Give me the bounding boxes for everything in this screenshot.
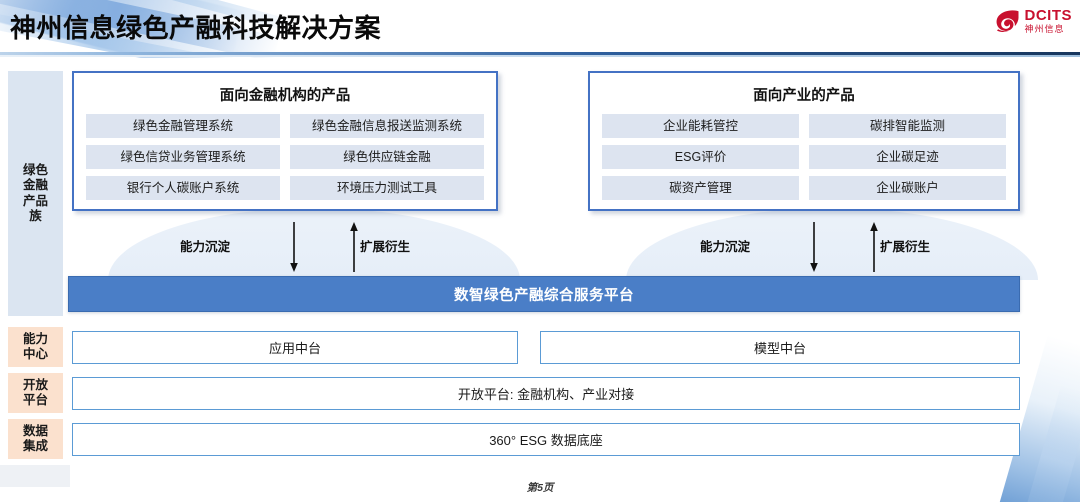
sidebar-item-data-integration[interactable]: 数据集成 (8, 419, 63, 459)
platform-label: 数智绿色产融综合服务平台 (454, 287, 634, 304)
product-chip[interactable]: ESG评价 (602, 145, 799, 169)
flow-label-capability-precipitation-left: 能力沉淀 (180, 240, 231, 254)
panel-financial-institution-products: 面向金融机构的产品 绿色金融管理系统 绿色金融信息报送监测系统 绿色信贷业务管理… (72, 71, 498, 211)
panel-industry-products: 面向产业的产品 企业能耗管控 碳排智能监测 ESG评价 企业碳足迹 碳资产管理 … (588, 71, 1020, 211)
platform-bar[interactable]: 数智绿色产融综合服务平台 (68, 276, 1020, 312)
footer-tab-decoration (0, 465, 70, 487)
footer-page-number: 第5页 (526, 482, 554, 494)
arrow-down-icon (290, 222, 298, 272)
row-label-data-base: 360° ESG 数据底座 (489, 433, 603, 448)
sidebar-label-ability-center: 能力中心 (22, 331, 48, 361)
product-chip[interactable]: 企业碳账户 (809, 176, 1006, 200)
logo-text-cn: 神州信息 (1024, 24, 1065, 34)
row-label-app-middle-platform: 应用中台 (268, 341, 321, 356)
product-chip[interactable]: 绿色供应链金融 (290, 145, 484, 169)
sidebar-item-open-platform[interactable]: 开放平台 (8, 373, 63, 413)
flow-group-right: 能力沉淀 扩展衍生 (700, 222, 930, 274)
sidebar-item-ability-center[interactable]: 能力中心 (8, 327, 63, 367)
chip-grid-financial: 绿色金融管理系统 绿色金融信息报送监测系统 绿色信贷业务管理系统 绿色供应链金融… (86, 114, 484, 200)
row-app-middle-platform[interactable]: 应用中台 (72, 331, 518, 364)
flow-label-expansion-derivation-left: 扩展衍生 (359, 240, 410, 254)
slide-header: 神州信息绿色产融科技解决方案 (0, 0, 1080, 58)
arrow-down-icon (810, 222, 818, 272)
product-chip[interactable]: 绿色金融信息报送监测系统 (290, 114, 484, 138)
row-model-middle-platform[interactable]: 模型中台 (540, 331, 1020, 364)
sidebar-item-green-finance-products[interactable]: 绿色金融产品族 (8, 71, 63, 316)
sidebar-label-green-finance-products: 绿色金融产品族 (22, 163, 48, 223)
sidebar-label-open-platform: 开放平台 (22, 377, 48, 407)
product-chip[interactable]: 碳资产管理 (602, 176, 799, 200)
row-data-base[interactable]: 360° ESG 数据底座 (72, 423, 1020, 456)
header-divider (0, 52, 1080, 55)
product-chip[interactable]: 企业碳足迹 (809, 145, 1006, 169)
row-open-platform[interactable]: 开放平台: 金融机构、产业对接 (72, 377, 1020, 410)
dcits-swirl-icon (996, 10, 1019, 33)
product-chip[interactable]: 环境压力测试工具 (290, 176, 484, 200)
arrow-up-icon (350, 222, 358, 272)
logo-text-en: DCITS (1024, 7, 1072, 24)
flow-group-left: 能力沉淀 扩展衍生 (180, 222, 410, 274)
header-divider-secondary (0, 55, 1080, 57)
row-label-model-middle-platform: 模型中台 (753, 341, 806, 356)
arrow-up-icon (870, 222, 878, 272)
product-chip[interactable]: 碳排智能监测 (809, 114, 1006, 138)
brand-logo: DCITS 神州信息 (995, 8, 1073, 34)
product-chip[interactable]: 企业能耗管控 (602, 114, 799, 138)
product-chip[interactable]: 绿色金融管理系统 (86, 114, 280, 138)
chip-grid-industry: 企业能耗管控 碳排智能监测 ESG评价 企业碳足迹 碳资产管理 企业碳账户 (602, 114, 1006, 200)
page-title: 神州信息绿色产融科技解决方案 (10, 13, 382, 43)
product-chip[interactable]: 银行个人碳账户系统 (86, 176, 280, 200)
sidebar-label-data-integration: 数据集成 (22, 423, 48, 453)
flow-label-capability-precipitation-right: 能力沉淀 (700, 240, 751, 254)
logo-wordmark: DCITS 神州信息 (1025, 8, 1073, 34)
panel-title-financial: 面向金融机构的产品 (219, 88, 351, 104)
flow-label-expansion-derivation-right: 扩展衍生 (879, 240, 930, 254)
row-label-open-platform: 开放平台: 金融机构、产业对接 (457, 387, 635, 402)
product-chip[interactable]: 绿色信贷业务管理系统 (86, 145, 280, 169)
panel-title-industry: 面向产业的产品 (753, 88, 855, 104)
